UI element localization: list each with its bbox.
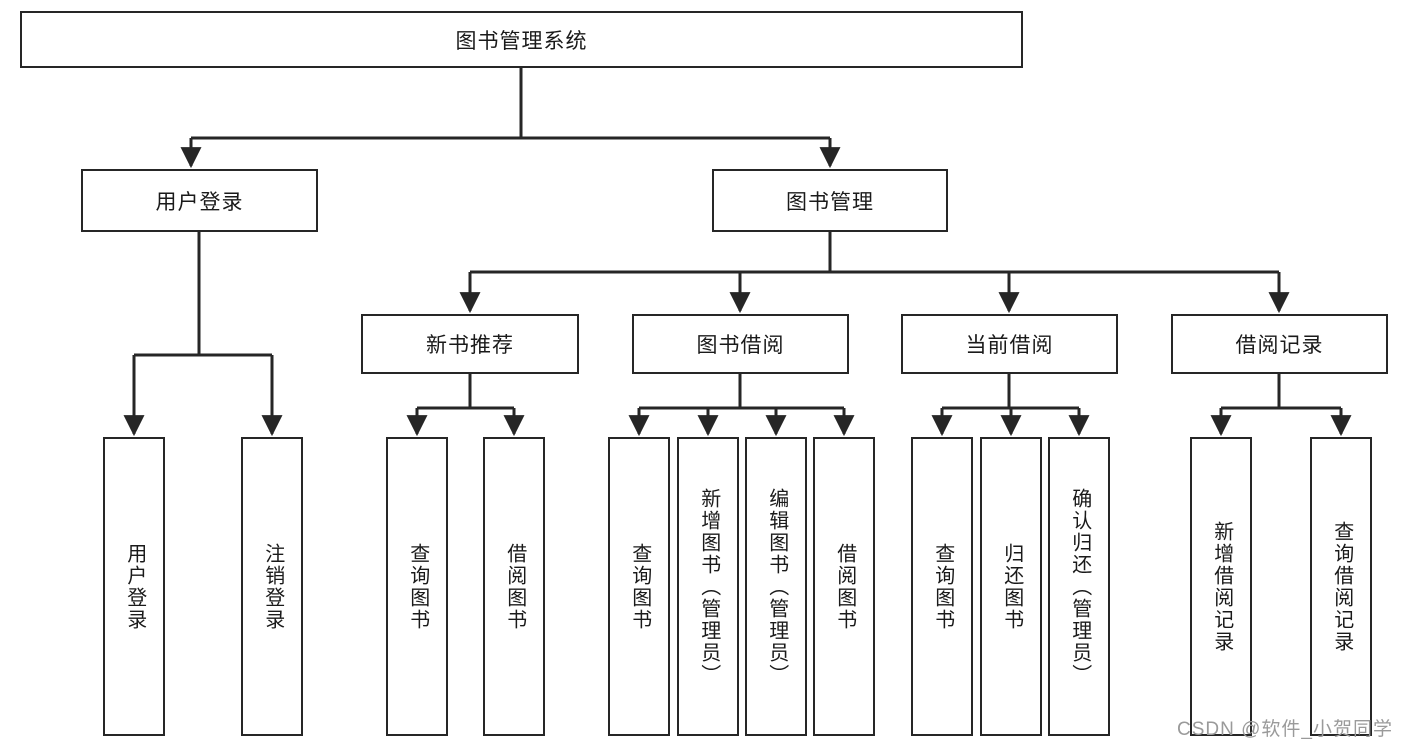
leaf-add-borrow-record[interactable]: 新增借阅记录 [1190,437,1252,736]
leaf-query-borrow-record-label: 查询借阅记录 [1330,520,1353,653]
node-borrow-record[interactable]: 借阅记录 [1171,314,1388,374]
watermark-text: CSDN @软件_小贺同学 [1177,719,1393,740]
leaf-logout[interactable]: 注销登录 [241,437,303,736]
node-user-login-label: 用户登录 [155,190,244,214]
leaf-query-borrow-record[interactable]: 查询借阅记录 [1310,437,1372,736]
leaf-user-login[interactable]: 用户登录 [103,437,165,736]
leaf-current-query-book[interactable]: 查询图书 [911,437,973,736]
leaf-confirm-return-admin-label: 确认归还（管理员） [1068,487,1091,686]
leaf-rec-borrow-book-label: 借阅图书 [503,542,526,631]
node-new-book-recommend-label: 新书推荐 [426,334,514,357]
node-book-borrow-label: 图书借阅 [696,334,785,357]
leaf-add-borrow-record-label: 新增借阅记录 [1210,520,1233,653]
leaf-edit-book-admin[interactable]: 编辑图书（管理员） [745,437,807,736]
leaf-add-book-admin-label: 新增图书（管理员） [697,487,720,686]
node-user-login[interactable]: 用户登录 [81,169,318,232]
leaf-borrow-book-label: 借阅图书 [833,542,856,631]
node-book-borrow[interactable]: 图书借阅 [632,314,849,374]
node-borrow-record-label: 借阅记录 [1235,334,1324,357]
leaf-rec-borrow-book[interactable]: 借阅图书 [483,437,545,736]
leaf-edit-book-admin-label: 编辑图书（管理员） [765,487,788,686]
node-current-borrow[interactable]: 当前借阅 [901,314,1118,374]
leaf-current-query-book-label: 查询图书 [931,542,954,631]
node-book-management[interactable]: 图书管理 [712,169,948,232]
node-root-label: 图书管理系统 [455,29,588,53]
leaf-return-book[interactable]: 归还图书 [980,437,1042,736]
leaf-return-book-label: 归还图书 [1000,542,1023,631]
leaf-confirm-return-admin[interactable]: 确认归还（管理员） [1048,437,1110,736]
leaf-rec-query-book[interactable]: 查询图书 [386,437,448,736]
leaf-borrow-query-book[interactable]: 查询图书 [608,437,670,736]
leaf-rec-query-book-label: 查询图书 [406,542,429,631]
node-new-book-recommend[interactable]: 新书推荐 [361,314,579,374]
leaf-borrow-book[interactable]: 借阅图书 [813,437,875,736]
node-current-borrow-label: 当前借阅 [965,334,1054,357]
node-book-management-label: 图书管理 [786,190,874,214]
leaf-borrow-query-book-label: 查询图书 [628,542,651,631]
leaf-add-book-admin[interactable]: 新增图书（管理员） [677,437,739,736]
leaf-user-login-label: 用户登录 [123,542,146,631]
leaf-logout-label: 注销登录 [261,542,284,631]
node-root-system[interactable]: 图书管理系统 [20,11,1023,68]
